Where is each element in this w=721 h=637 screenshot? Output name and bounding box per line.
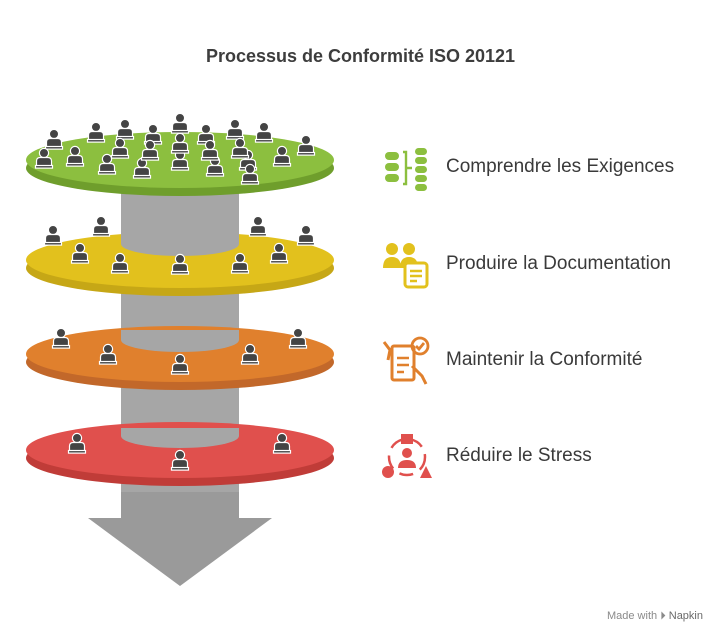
page-title: Processus de Conformité ISO 20121 — [205, 46, 516, 66]
person-shapes-icon — [382, 434, 432, 478]
napkin-logo-icon: ⏵ — [660, 610, 666, 622]
step-label-produire: Produire la Documentation — [446, 253, 671, 274]
disc-produire-la-documentation — [26, 215, 334, 296]
disc-maintenir-la-conformite — [26, 326, 334, 390]
disc-reduire-le-stress — [26, 422, 334, 486]
footer-brand: Napkin — [668, 610, 703, 622]
footer-credit: Made with ⏵ Napkin — [607, 610, 703, 623]
step-label-maintenir: Maintenir la Conformité — [446, 349, 643, 370]
database-sort-icon — [385, 148, 427, 191]
down-arrow — [88, 490, 272, 586]
people-document-icon — [383, 243, 429, 289]
footer-made-with: Made with — [606, 610, 658, 622]
checklist-hand-icon — [382, 336, 430, 385]
disc-comprendre-les-exigences — [26, 112, 334, 196]
step-label-reduire: Réduire le Stress — [446, 445, 592, 466]
step-label-comprendre: Comprendre les Exigences — [446, 156, 675, 177]
